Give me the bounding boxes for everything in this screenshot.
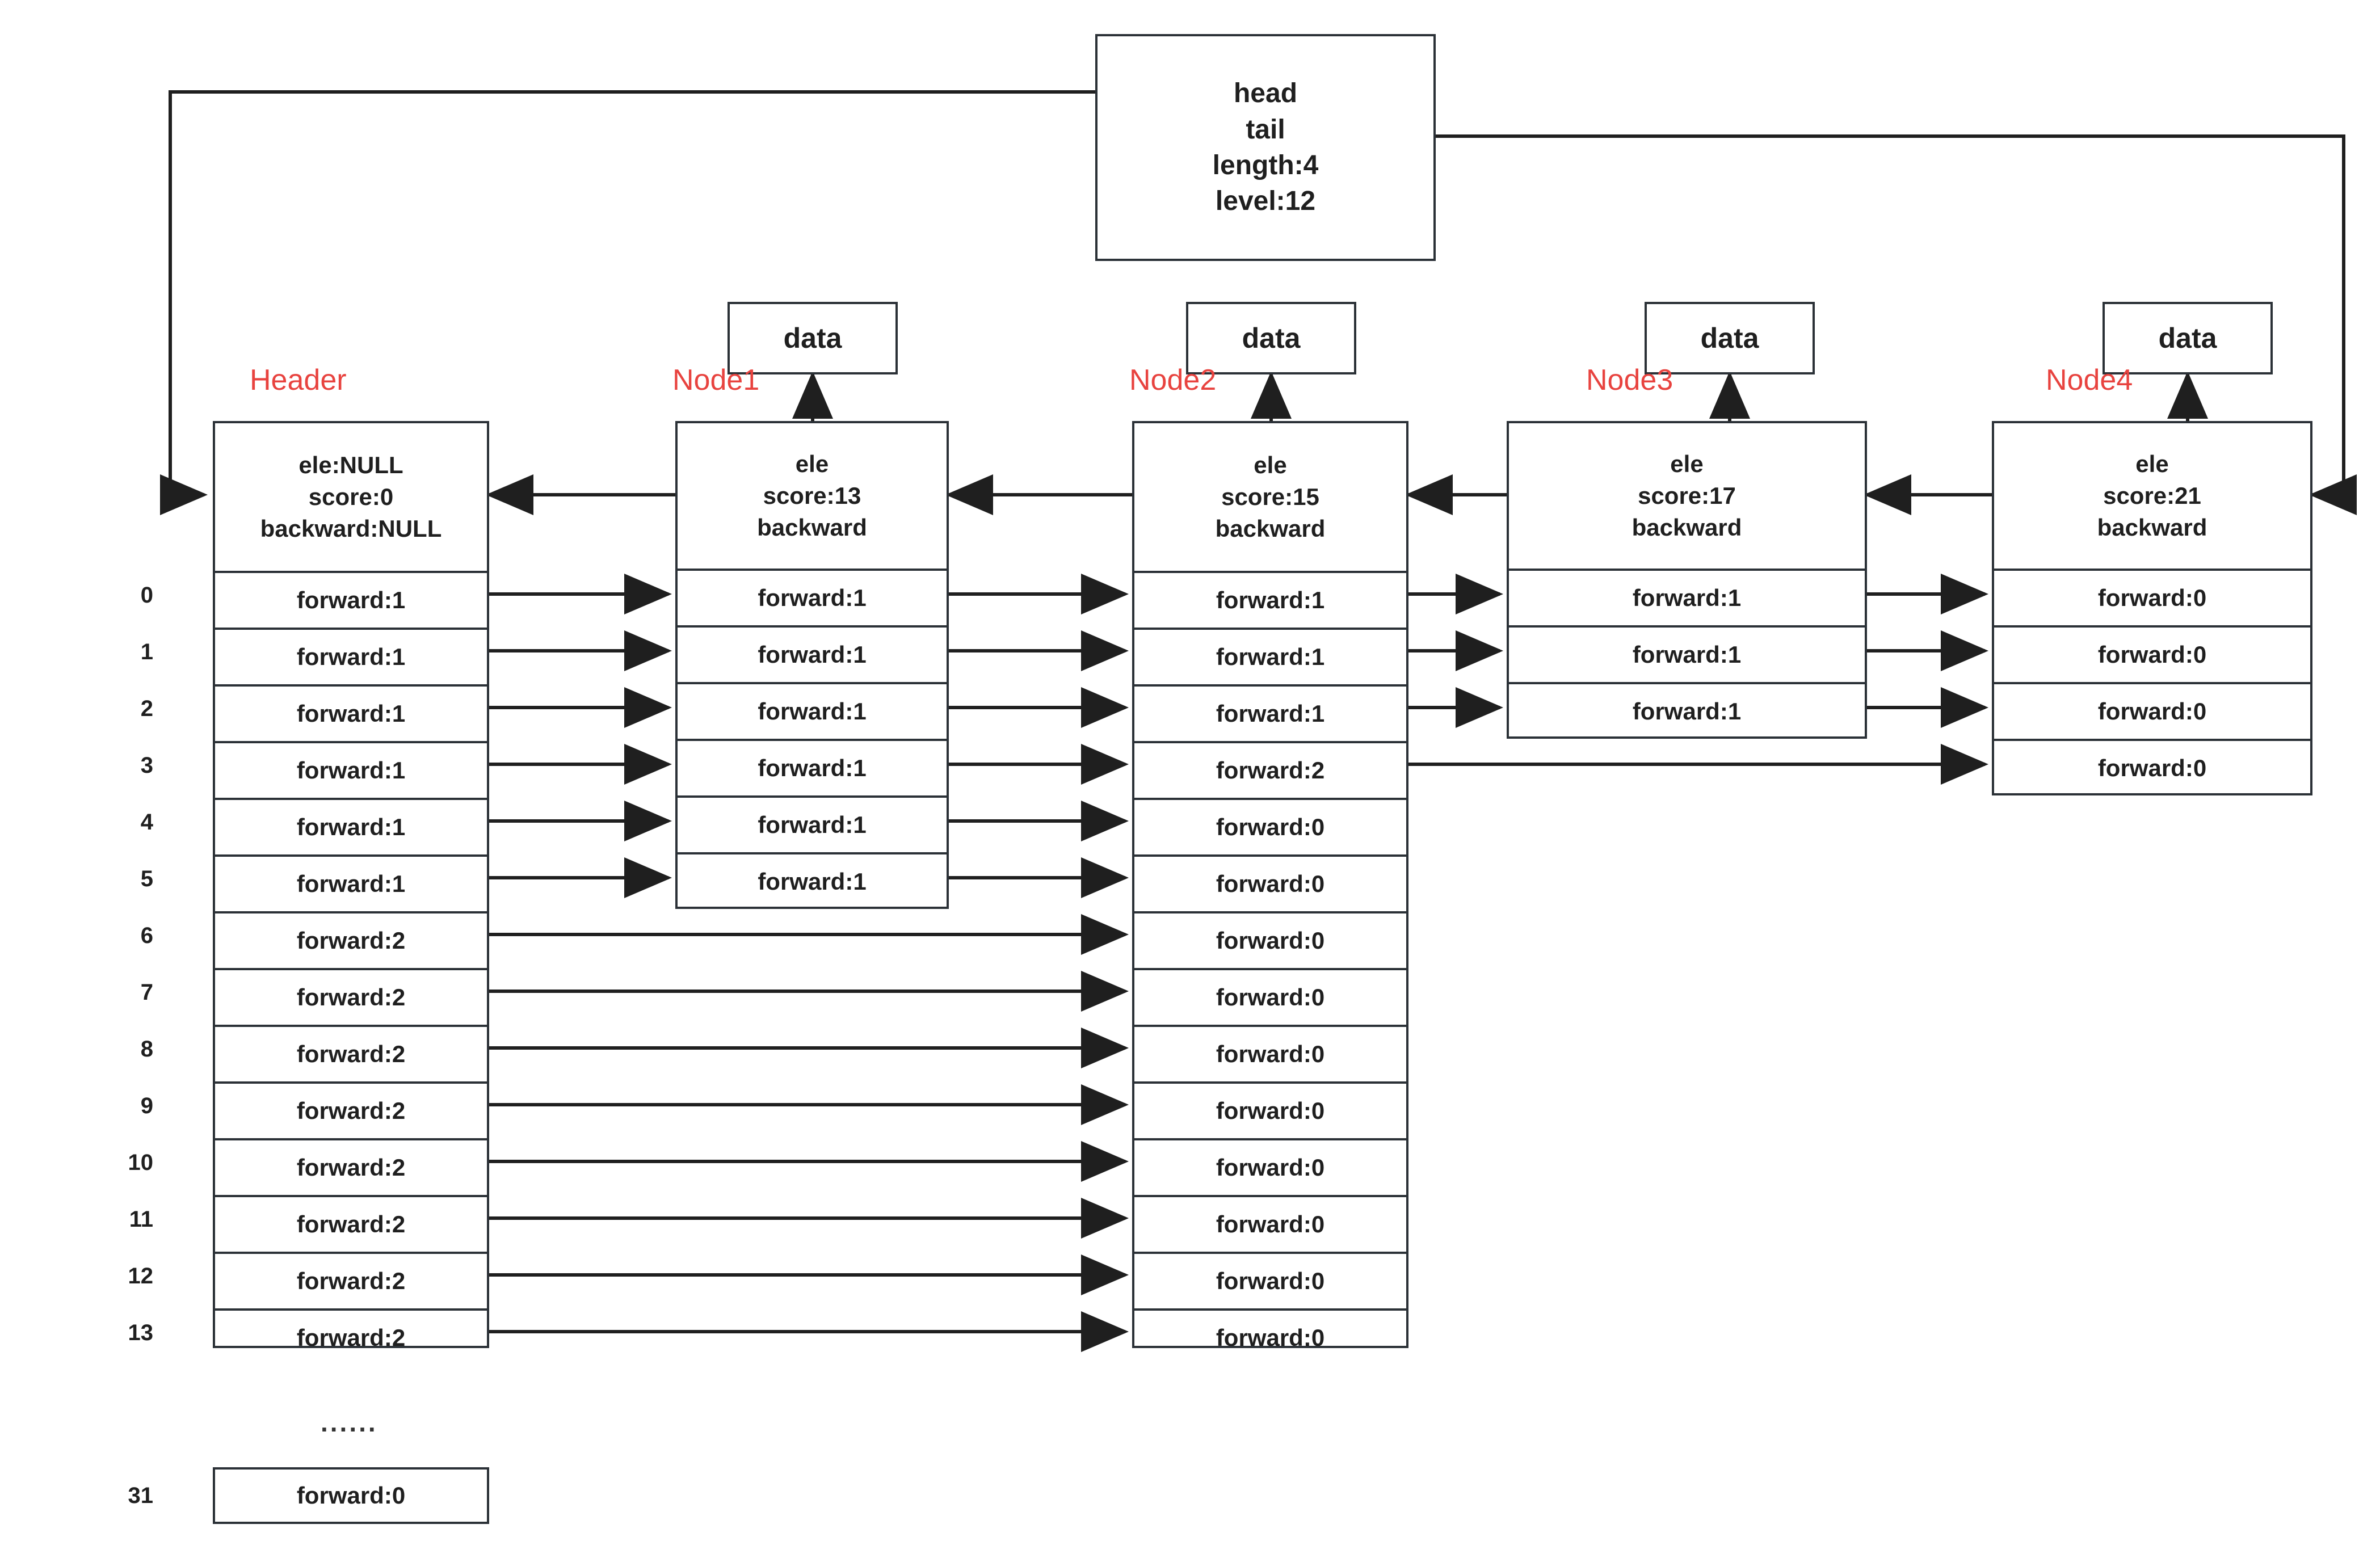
forward-cell[interactable]: forward:0 [1134,911,1406,968]
forward-cell[interactable]: forward:1 [1134,684,1406,741]
forward-cell[interactable]: forward:1 [1509,569,1865,625]
backward-line: backward [1215,515,1326,542]
forward-cell[interactable]: forward:1 [215,854,487,911]
score-line: score:17 [1638,482,1736,509]
forward-cell[interactable]: forward:0 [1134,1081,1406,1138]
level-label: level:12 [1215,186,1316,217]
ele-line: ele [795,450,829,477]
level-index: 9 [140,1093,153,1118]
level-index: 8 [140,1037,153,1062]
data-box-node2: data [1186,302,1356,374]
node-stack-node4: ele score:21 backward forward:0 forward:… [1992,421,2312,795]
forward-cell[interactable]: forward:1 [215,684,487,741]
score-line: score:21 [2103,482,2201,509]
node-head-cell-node3: ele score:17 backward [1509,423,1865,569]
data-box-node1: data [728,302,898,374]
backward-line: backward [2097,514,2207,541]
forward-cell[interactable]: forward:1 [678,739,947,795]
forward-cell[interactable]: forward:2 [1134,741,1406,798]
forward-cell[interactable]: forward:0 [1134,1308,1406,1365]
node-label-node1: Node1 [672,364,760,397]
forward-cell[interactable]: forward:1 [1134,628,1406,684]
level-index: 3 [140,753,153,778]
node-label-header: Header [250,364,347,397]
forward-cell[interactable]: forward:0 [1994,625,2310,682]
level-index: 4 [140,810,153,835]
forward-cell[interactable]: forward:2 [215,1308,487,1365]
ele-line: ele:NULL [298,451,403,478]
forward-cell[interactable]: forward:1 [678,795,947,852]
level-index: 13 [128,1320,154,1345]
forward-cell[interactable]: forward:0 [1994,739,2310,795]
forward-cell[interactable]: forward:1 [215,798,487,854]
backward-line: backward [757,514,867,541]
head-label: head [1233,78,1298,109]
node-head-cell-header: ele:NULL score:0 backward:NULL [215,423,487,571]
tail-label: tail [1246,114,1285,145]
level-index-31: 31 [128,1483,154,1508]
forward-cell[interactable]: forward:1 [678,852,947,909]
forward-cell[interactable]: forward:0 [1994,569,2310,625]
forward-cell[interactable]: forward:0 [1134,968,1406,1025]
forward-cell[interactable]: forward:0 [1134,798,1406,854]
level-index: 10 [128,1150,154,1175]
level-index: 11 [129,1207,153,1232]
forward-cell[interactable]: forward:0 [1134,1195,1406,1252]
forward-cell[interactable]: forward:0 [1134,1138,1406,1195]
node-stack-header: ele:NULL score:0 backward:NULL forward:1… [213,421,489,1351]
forward-cell[interactable]: forward:1 [1134,571,1406,628]
node-label-node2: Node2 [1129,364,1217,397]
forward-cell[interactable]: forward:1 [215,628,487,684]
ele-line: ele [1670,450,1704,477]
backward-line: backward:NULL [260,515,442,542]
node-head-cell-node1: ele score:13 backward [678,423,947,569]
skiplist-header-box: head tail length:4 level:12 [1095,34,1436,261]
length-label: length:4 [1212,150,1319,180]
score-line: score:15 [1221,483,1319,510]
forward-cell[interactable]: forward:1 [215,741,487,798]
forward-cell[interactable]: forward:2 [215,1252,487,1308]
forward-cell[interactable]: forward:1 [678,569,947,625]
node-stack-node1: ele score:13 backward forward:1 forward:… [675,421,949,909]
forward-cell[interactable]: forward:1 [215,571,487,628]
level-index: 7 [140,980,153,1005]
node-head-cell-node4: ele score:21 backward [1994,423,2310,569]
forward-cell-level-31[interactable]: forward:0 [213,1467,489,1524]
forward-cell[interactable]: forward:2 [215,1195,487,1252]
data-box-node3: data [1645,302,1815,374]
ellipsis-indicator: ...... [321,1408,378,1437]
backward-line: backward [1631,514,1742,541]
forward-cell[interactable]: forward:2 [215,968,487,1025]
forward-cell[interactable]: forward:2 [215,911,487,968]
forward-cell[interactable]: forward:0 [1134,1025,1406,1081]
forward-cell[interactable]: forward:0 [1134,854,1406,911]
level-index: 6 [140,923,153,948]
level-index: 1 [140,639,153,664]
forward-cell[interactable]: forward:1 [1509,682,1865,739]
ele-line: ele [1254,451,1287,478]
node-label-node3: Node3 [1586,364,1673,397]
node-stack-node2: ele score:15 backward forward:1 forward:… [1132,421,1408,1351]
level-index: 5 [140,866,153,891]
data-box-node4: data [2103,302,2273,374]
forward-cell[interactable]: forward:2 [215,1025,487,1081]
node-head-cell-node2: ele score:15 backward [1134,423,1406,571]
level-index: 0 [140,583,153,608]
forward-cell[interactable]: forward:1 [1509,625,1865,682]
forward-cell[interactable]: forward:0 [1134,1252,1406,1308]
forward-cell[interactable]: forward:2 [215,1138,487,1195]
forward-cell[interactable]: forward:0 [1994,682,2310,739]
node-stack-node3: ele score:17 backward forward:1 forward:… [1507,421,1867,739]
score-line: score:0 [308,483,394,510]
level-index: 2 [140,696,153,721]
score-line: score:13 [763,482,861,509]
level-index: 12 [128,1264,154,1289]
node-label-node4: Node4 [2046,364,2133,397]
forward-cell[interactable]: forward:1 [678,682,947,739]
forward-cell[interactable]: forward:1 [678,625,947,682]
ele-line: ele [2135,450,2169,477]
forward-cell[interactable]: forward:2 [215,1081,487,1138]
